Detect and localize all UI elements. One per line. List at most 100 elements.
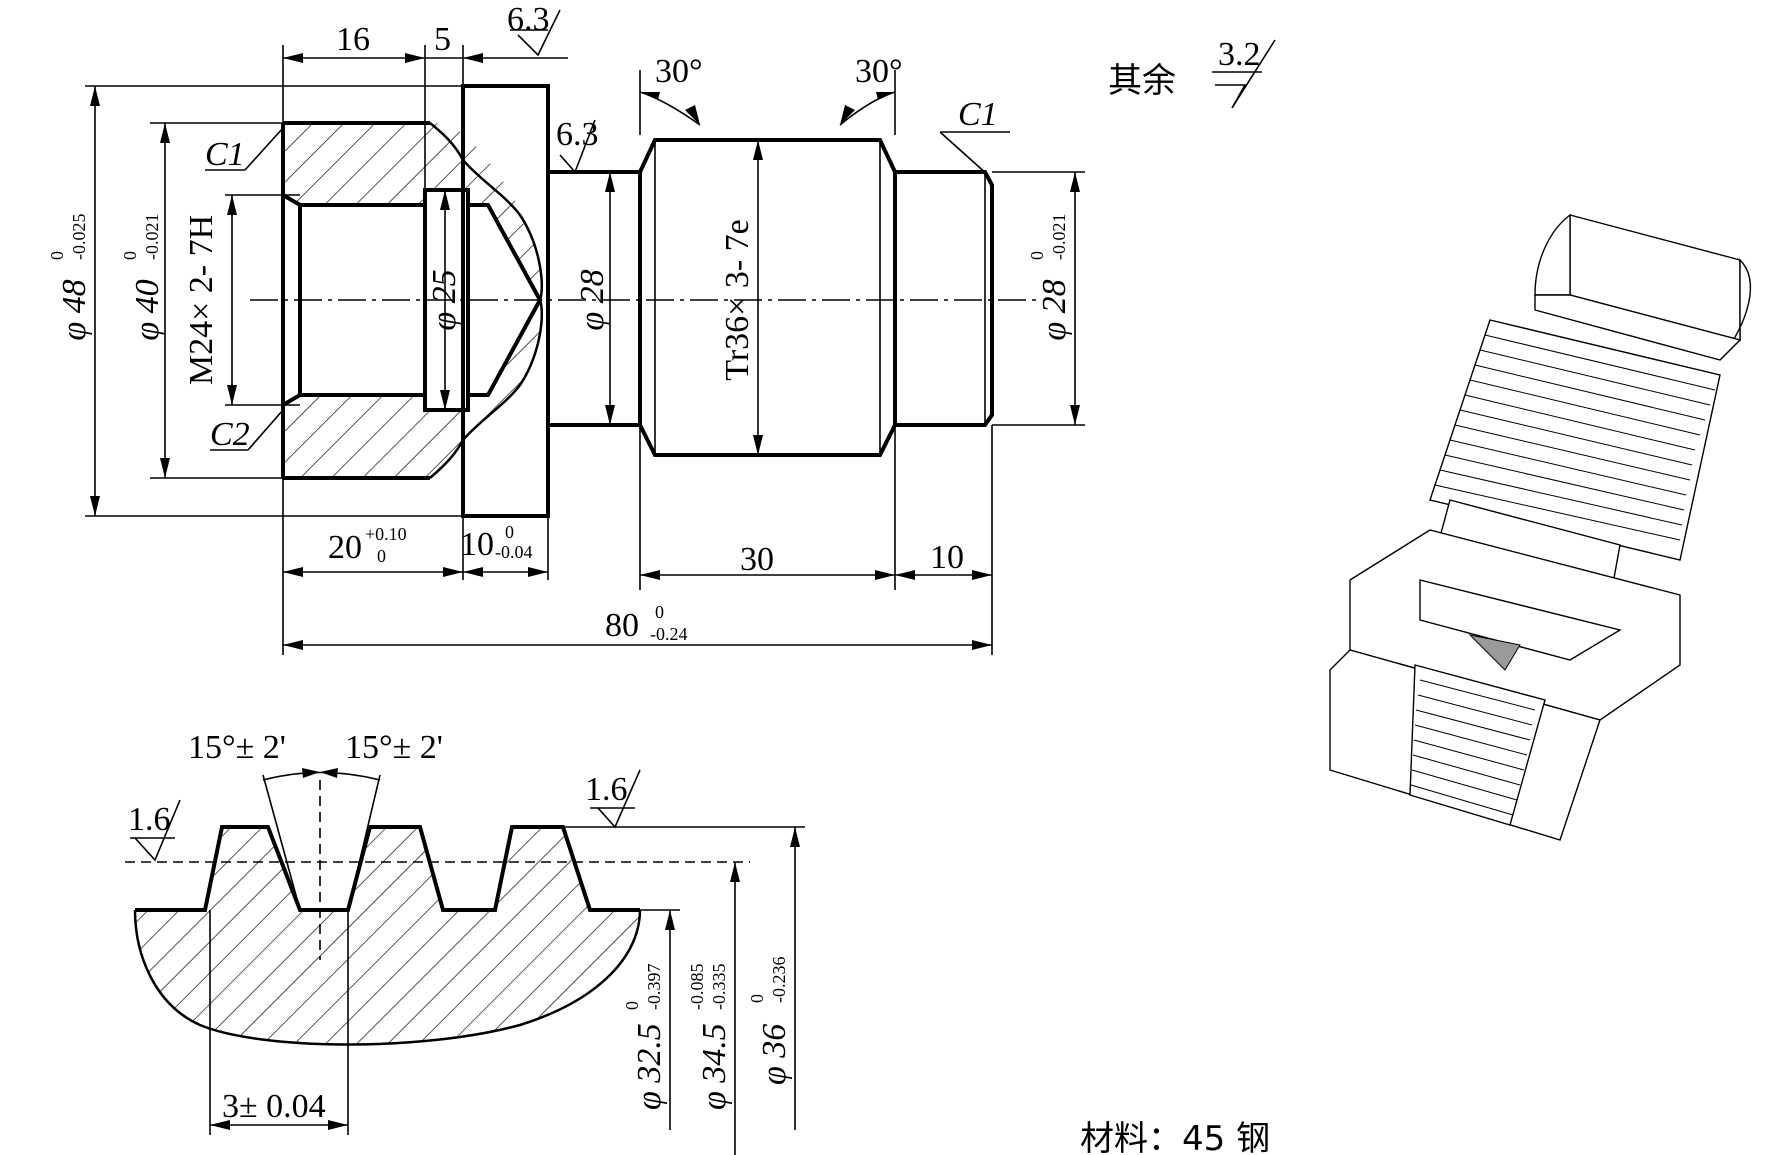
thread-profile-outline: [135, 825, 640, 912]
arrow: [1070, 405, 1080, 425]
detail-rough-left-symbol: [134, 799, 181, 862]
thread-profile-hatch: [135, 827, 640, 1045]
arrow: [283, 567, 303, 577]
roughness-top-symbol: [517, 9, 561, 57]
thread-body: [638, 138, 897, 457]
detail-dia-34-5-tol-lower: -0.335: [709, 964, 729, 1011]
arrow: [876, 92, 895, 100]
arrow: [753, 140, 763, 160]
general-roughness-prefix: 其余: [1108, 61, 1176, 101]
arrow: [283, 640, 303, 650]
arrow: [440, 190, 450, 210]
dia-28-right-label: φ 28: [1036, 279, 1073, 340]
roughness-symbol: [1215, 39, 1276, 109]
arrow: [605, 172, 615, 192]
leader-line: [244, 127, 284, 171]
thread-break-line: [133, 909, 642, 1046]
section-hatch-top: [283, 123, 540, 300]
detail-rough-right-value: 1.6: [585, 771, 628, 808]
thread-detail-view: 15°± 2' 15°± 2' 1.6 1.6 3± 0.04 φ 32.5 0…: [125, 729, 805, 1155]
arrow: [1070, 172, 1080, 192]
dia-28-tol-upper: 0: [1027, 251, 1047, 260]
general-roughness: 其余 3.2: [1108, 36, 1276, 109]
len-10-tol-upper: 0: [505, 522, 514, 542]
arrow: [210, 1120, 230, 1130]
dia-48-label: φ 48: [56, 279, 93, 340]
arrow: [283, 53, 303, 63]
arrow: [972, 570, 992, 580]
len-80: 80: [605, 607, 639, 644]
arrow: [790, 827, 800, 847]
detail-dia-36-tol-lower: -0.236: [769, 957, 789, 1004]
arrow: [640, 570, 660, 580]
arrow: [328, 1120, 348, 1130]
roughness-shaft-symbol: [559, 119, 596, 174]
arrow: [302, 768, 320, 778]
arrow: [895, 570, 915, 580]
general-roughness-value: 3.2: [1218, 36, 1261, 73]
arrow: [528, 567, 548, 577]
detail-dia-32-5-tol-lower: -0.397: [644, 964, 664, 1011]
dia-40-tol-upper: 0: [120, 251, 140, 260]
arrow: [875, 570, 895, 580]
sleeve-outline: [281, 121, 430, 480]
detail-angle-right: 15°± 2': [345, 729, 443, 766]
len-30: 30: [740, 541, 774, 578]
detail-dia-36: φ 36: [756, 1024, 793, 1085]
detail-dia-32-5-tol-upper: 0: [622, 1001, 642, 1010]
arrow: [443, 567, 463, 577]
len-20-tol-upper: +0.10: [365, 524, 407, 544]
chamfer-left-top: C1: [205, 136, 245, 173]
detail-angle-arc: [262, 771, 381, 781]
dia-48-tol-upper: 0: [47, 251, 67, 260]
iso-bore: [1409, 664, 1546, 826]
arrow: [730, 862, 740, 882]
arrow: [753, 435, 763, 455]
len-10: 10: [460, 526, 494, 563]
angle-left: 30°: [655, 53, 703, 90]
detail-rough-left-value: 1.6: [128, 801, 171, 838]
roughness-top-value: 6.3: [507, 1, 550, 38]
arrow: [227, 385, 237, 405]
arrow: [320, 768, 338, 778]
dia-28-left-label: φ 28: [574, 269, 611, 330]
arrow: [665, 910, 675, 930]
right-shaft: [895, 170, 994, 427]
len-80-tol-lower: -0.24: [650, 624, 688, 644]
dim-5: 5: [434, 21, 451, 58]
leader-line: [939, 131, 989, 176]
detail-dia-34-5: φ 34.5: [696, 1023, 733, 1110]
chamfer-left-bottom: C2: [210, 416, 250, 453]
arrow: [972, 640, 992, 650]
arrow: [463, 567, 483, 577]
dia-48-tol-lower: -0.025: [69, 214, 89, 261]
svg-text:φ 48: φ 48: [56, 279, 93, 340]
arrow: [685, 105, 700, 125]
isometric-view: [1329, 213, 1752, 841]
dia-40-label: φ 40: [129, 279, 166, 340]
material-note: 材料：45 钢: [1080, 1119, 1270, 1155]
groove-outline: [423, 188, 470, 412]
arrow: [227, 195, 237, 215]
len-80-tol-upper: 0: [655, 602, 664, 622]
arrow: [90, 86, 100, 106]
section-hatch-bottom: [283, 300, 540, 478]
flank-ext-left: [262, 774, 301, 911]
detail-dia-36-tol-upper: 0: [747, 994, 767, 1003]
detail-pitch: 3± 0.04: [222, 1088, 326, 1125]
arrow: [463, 53, 483, 63]
thread-inner-label: M24× 2- 7H: [183, 215, 220, 385]
arrow: [90, 496, 100, 516]
arrow: [405, 53, 425, 63]
flank-ext-right: [347, 774, 381, 911]
dia-25-label: φ 25: [426, 269, 463, 330]
dia-28-tol-lower: -0.021: [1049, 214, 1069, 261]
main-view: φ 48 0 -0.025 φ 40 0 -0.021 M24× 2- 7H C…: [47, 1, 1085, 655]
arrow: [840, 105, 855, 125]
detail-dia-34-5-tol-upper: -0.085: [687, 964, 707, 1011]
arrow: [605, 405, 615, 425]
leader-line: [247, 409, 284, 451]
flange: [461, 84, 550, 518]
arrow: [440, 390, 450, 410]
